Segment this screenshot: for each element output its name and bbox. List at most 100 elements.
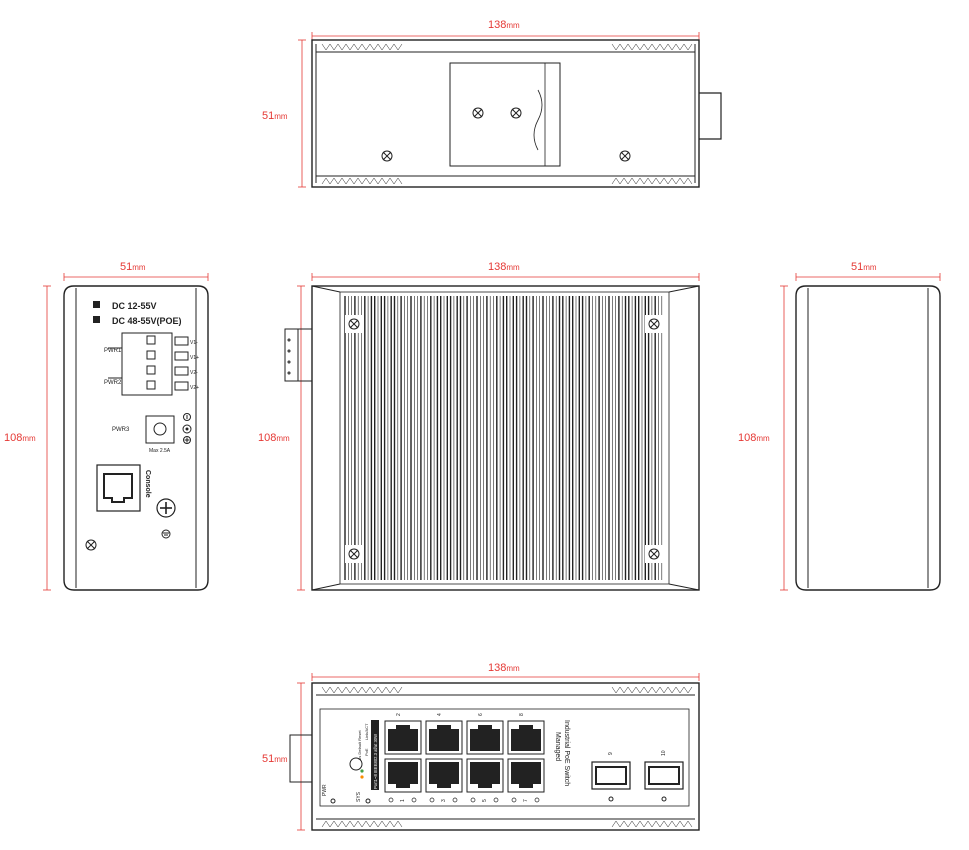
front-body-outline (311, 682, 700, 831)
rj45-port-bottom-1[interactable] (384, 758, 422, 793)
left-side-view: 51mm 108mm DC 12-55V DC 48-55V(POE) V1- … (4, 261, 209, 591)
port-led (493, 797, 499, 803)
square-marker-icon (93, 316, 100, 323)
managed-label: Managed (554, 732, 561, 761)
sfp-10-led (661, 796, 667, 802)
port-number-label: 3 (441, 799, 447, 802)
pwr1-label: PWR1 (104, 348, 122, 354)
port-led (511, 797, 517, 803)
screw-icon (85, 539, 97, 551)
sfp-9-label: 9 (608, 752, 614, 755)
minus-polarity-icon (183, 413, 191, 421)
port-led (388, 797, 394, 803)
din-rail-clip (449, 62, 561, 167)
console-port (96, 464, 141, 512)
port-led (452, 797, 458, 803)
port-number-label: 2 (396, 713, 402, 716)
screw-icon (648, 548, 660, 560)
rj45-port-group: 2 1 4 3 6 5 8 7 (384, 713, 545, 803)
port-led (411, 797, 417, 803)
right-height-dimension: 108mm (738, 432, 770, 444)
reset-label: 5s Default Reset (357, 730, 362, 760)
right-side-view: 51mm 108mm (738, 261, 941, 591)
pwr2-label: PWR2 (104, 380, 122, 386)
dc-12-55v-label: DC 12-55V (112, 301, 157, 311)
v1-plus-label: V1+ (190, 355, 199, 361)
screw-icon (648, 318, 660, 330)
port-number-label: 6 (478, 713, 484, 716)
screw-icon (472, 107, 484, 119)
connector-protrusion (699, 92, 722, 140)
screw-icon (510, 107, 522, 119)
plus-polarity-icon (183, 436, 191, 444)
v2-plus-label: V2+ (190, 385, 199, 391)
v2-minus-label: V2- (190, 370, 198, 376)
main-view: 138mm 108mm (258, 261, 700, 591)
right-body-outline (795, 285, 941, 591)
pwr-led (330, 798, 336, 804)
port-number-label: 5 (482, 799, 488, 802)
screw-icon (348, 318, 360, 330)
switch-title-label: Industrial PoE Switch (563, 720, 570, 786)
pwr3-label: PWR3 (112, 427, 130, 433)
port-led (534, 797, 540, 803)
front-view: 138mm 51mm PWR SYS 5s Default Reset Link… (262, 662, 700, 831)
sfp-port-9[interactable] (591, 761, 631, 790)
heatsink-fins (344, 296, 663, 580)
poe-label: PoE (364, 748, 369, 756)
rj45-port-top-8[interactable] (507, 720, 545, 755)
sfp-port-10[interactable] (644, 761, 684, 790)
top-width-dimension: 138mm (488, 19, 520, 31)
main-height-dimension: 108mm (258, 432, 290, 444)
sys-led (365, 798, 371, 804)
front-height-dimension: 51mm (262, 753, 288, 765)
link-led-indicator (360, 769, 364, 773)
max-current-label: Max 2.5A (149, 448, 171, 454)
port-led (470, 797, 476, 803)
sfp-9-led (608, 796, 614, 802)
port-number-label: 1 (400, 799, 406, 802)
ground-icon (161, 529, 171, 539)
side-width-dimension: 51mm (120, 261, 146, 273)
rj45-port-bottom-7[interactable] (507, 758, 545, 793)
main-body-outline (311, 285, 700, 591)
screw-icon (348, 548, 360, 560)
sys-led-label: SYS (356, 791, 362, 802)
poe-spec-label: Port1~8 IEEE802.3 af/at 30W (373, 734, 378, 789)
left-body-outline (63, 285, 209, 591)
v1-minus-label: V1- (190, 340, 198, 346)
spec-band (371, 720, 379, 790)
square-marker-icon (93, 301, 100, 308)
link-act-label: Link/ACT (364, 723, 369, 740)
rj45-port-bottom-5[interactable] (466, 758, 504, 793)
port-number-label: 7 (523, 799, 529, 802)
top-body-outline (311, 39, 700, 188)
screw-icon (381, 150, 393, 162)
front-width-dimension: 138mm (488, 662, 520, 674)
rj45-port-top-6[interactable] (466, 720, 504, 755)
top-height-dimension: 51mm (262, 110, 288, 122)
sfp-10-label: 10 (661, 750, 667, 756)
rj45-port-top-2[interactable] (384, 720, 422, 755)
main-width-dimension: 138mm (488, 261, 520, 273)
screw-icon (619, 150, 631, 162)
ground-screw-icon (156, 498, 176, 518)
port-number-label: 8 (519, 713, 525, 716)
right-width-dimension: 51mm (851, 261, 877, 273)
polarity-center-icon (182, 424, 192, 434)
rj45-port-bottom-3[interactable] (425, 758, 463, 793)
side-height-dimension: 108mm (4, 432, 36, 444)
port-number-label: 4 (437, 713, 443, 716)
console-label: Console (144, 470, 151, 498)
top-view: 138mm 51mm (262, 19, 722, 188)
poe-led-indicator (360, 775, 364, 779)
dc-48-55v-poe-label: DC 48-55V(POE) (112, 316, 182, 326)
terminal-protrusion (289, 734, 312, 783)
dc-jack (145, 415, 175, 444)
terminal-block (121, 332, 173, 396)
port-led (429, 797, 435, 803)
rj45-port-top-4[interactable] (425, 720, 463, 755)
front-faceplate (319, 708, 690, 807)
reset-button[interactable] (349, 757, 363, 771)
